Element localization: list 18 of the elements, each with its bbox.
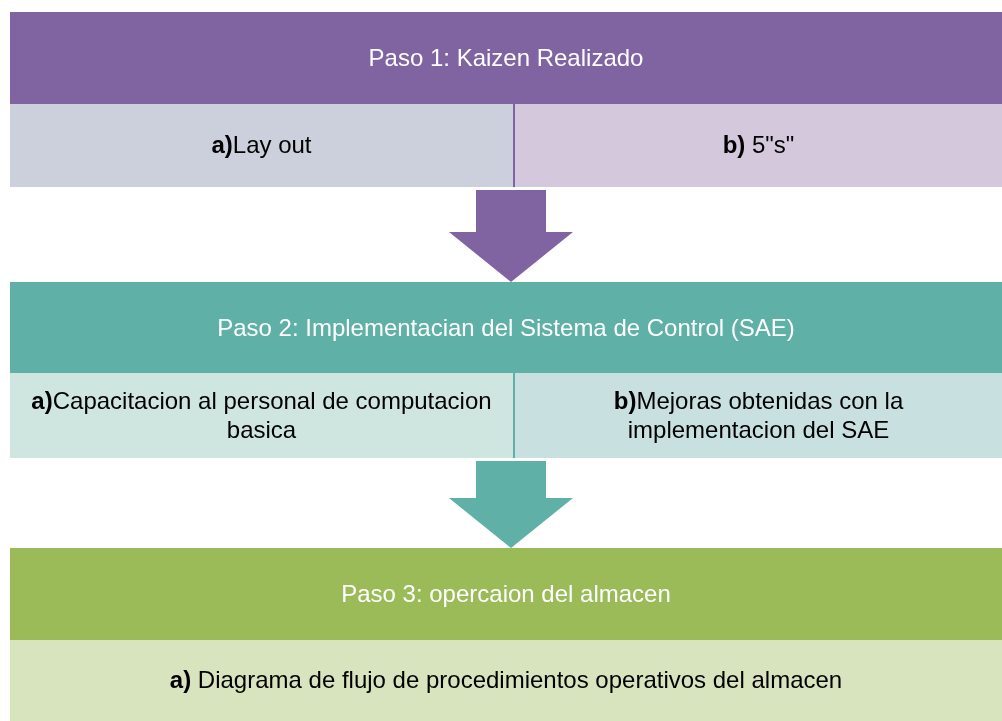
sub-step-box (10, 104, 513, 187)
block-arrow (449, 190, 573, 282)
step-panel (10, 282, 1002, 458)
step-panel (10, 12, 1002, 187)
sub-step-box (10, 373, 513, 458)
block-arrow (449, 461, 573, 548)
sub-step-text: a) Diagrama de flujo de procedimientos operativos del almacen (169, 666, 843, 695)
step-title: Paso 1: Kaizen Realizado (367, 43, 645, 73)
sub-step-text: a)Lay out (211, 131, 312, 160)
sub-step-box (515, 104, 1002, 187)
step-title: Paso 3: opercaion del almacen (340, 579, 672, 609)
sub-step-text: b)Mejoras obtenidas con la implementacion del SAE (612, 386, 905, 445)
sub-step-box (10, 640, 1002, 721)
sub-step-text: a)Capacitacion al personal de computacion basica (30, 386, 493, 445)
step-title: Paso 2: Implementacian del Sistema de Control (SAE) (216, 312, 796, 343)
step-panel (10, 548, 1002, 721)
sub-step-text: b) 5"s" (722, 131, 795, 160)
sub-step-box (515, 373, 1002, 458)
